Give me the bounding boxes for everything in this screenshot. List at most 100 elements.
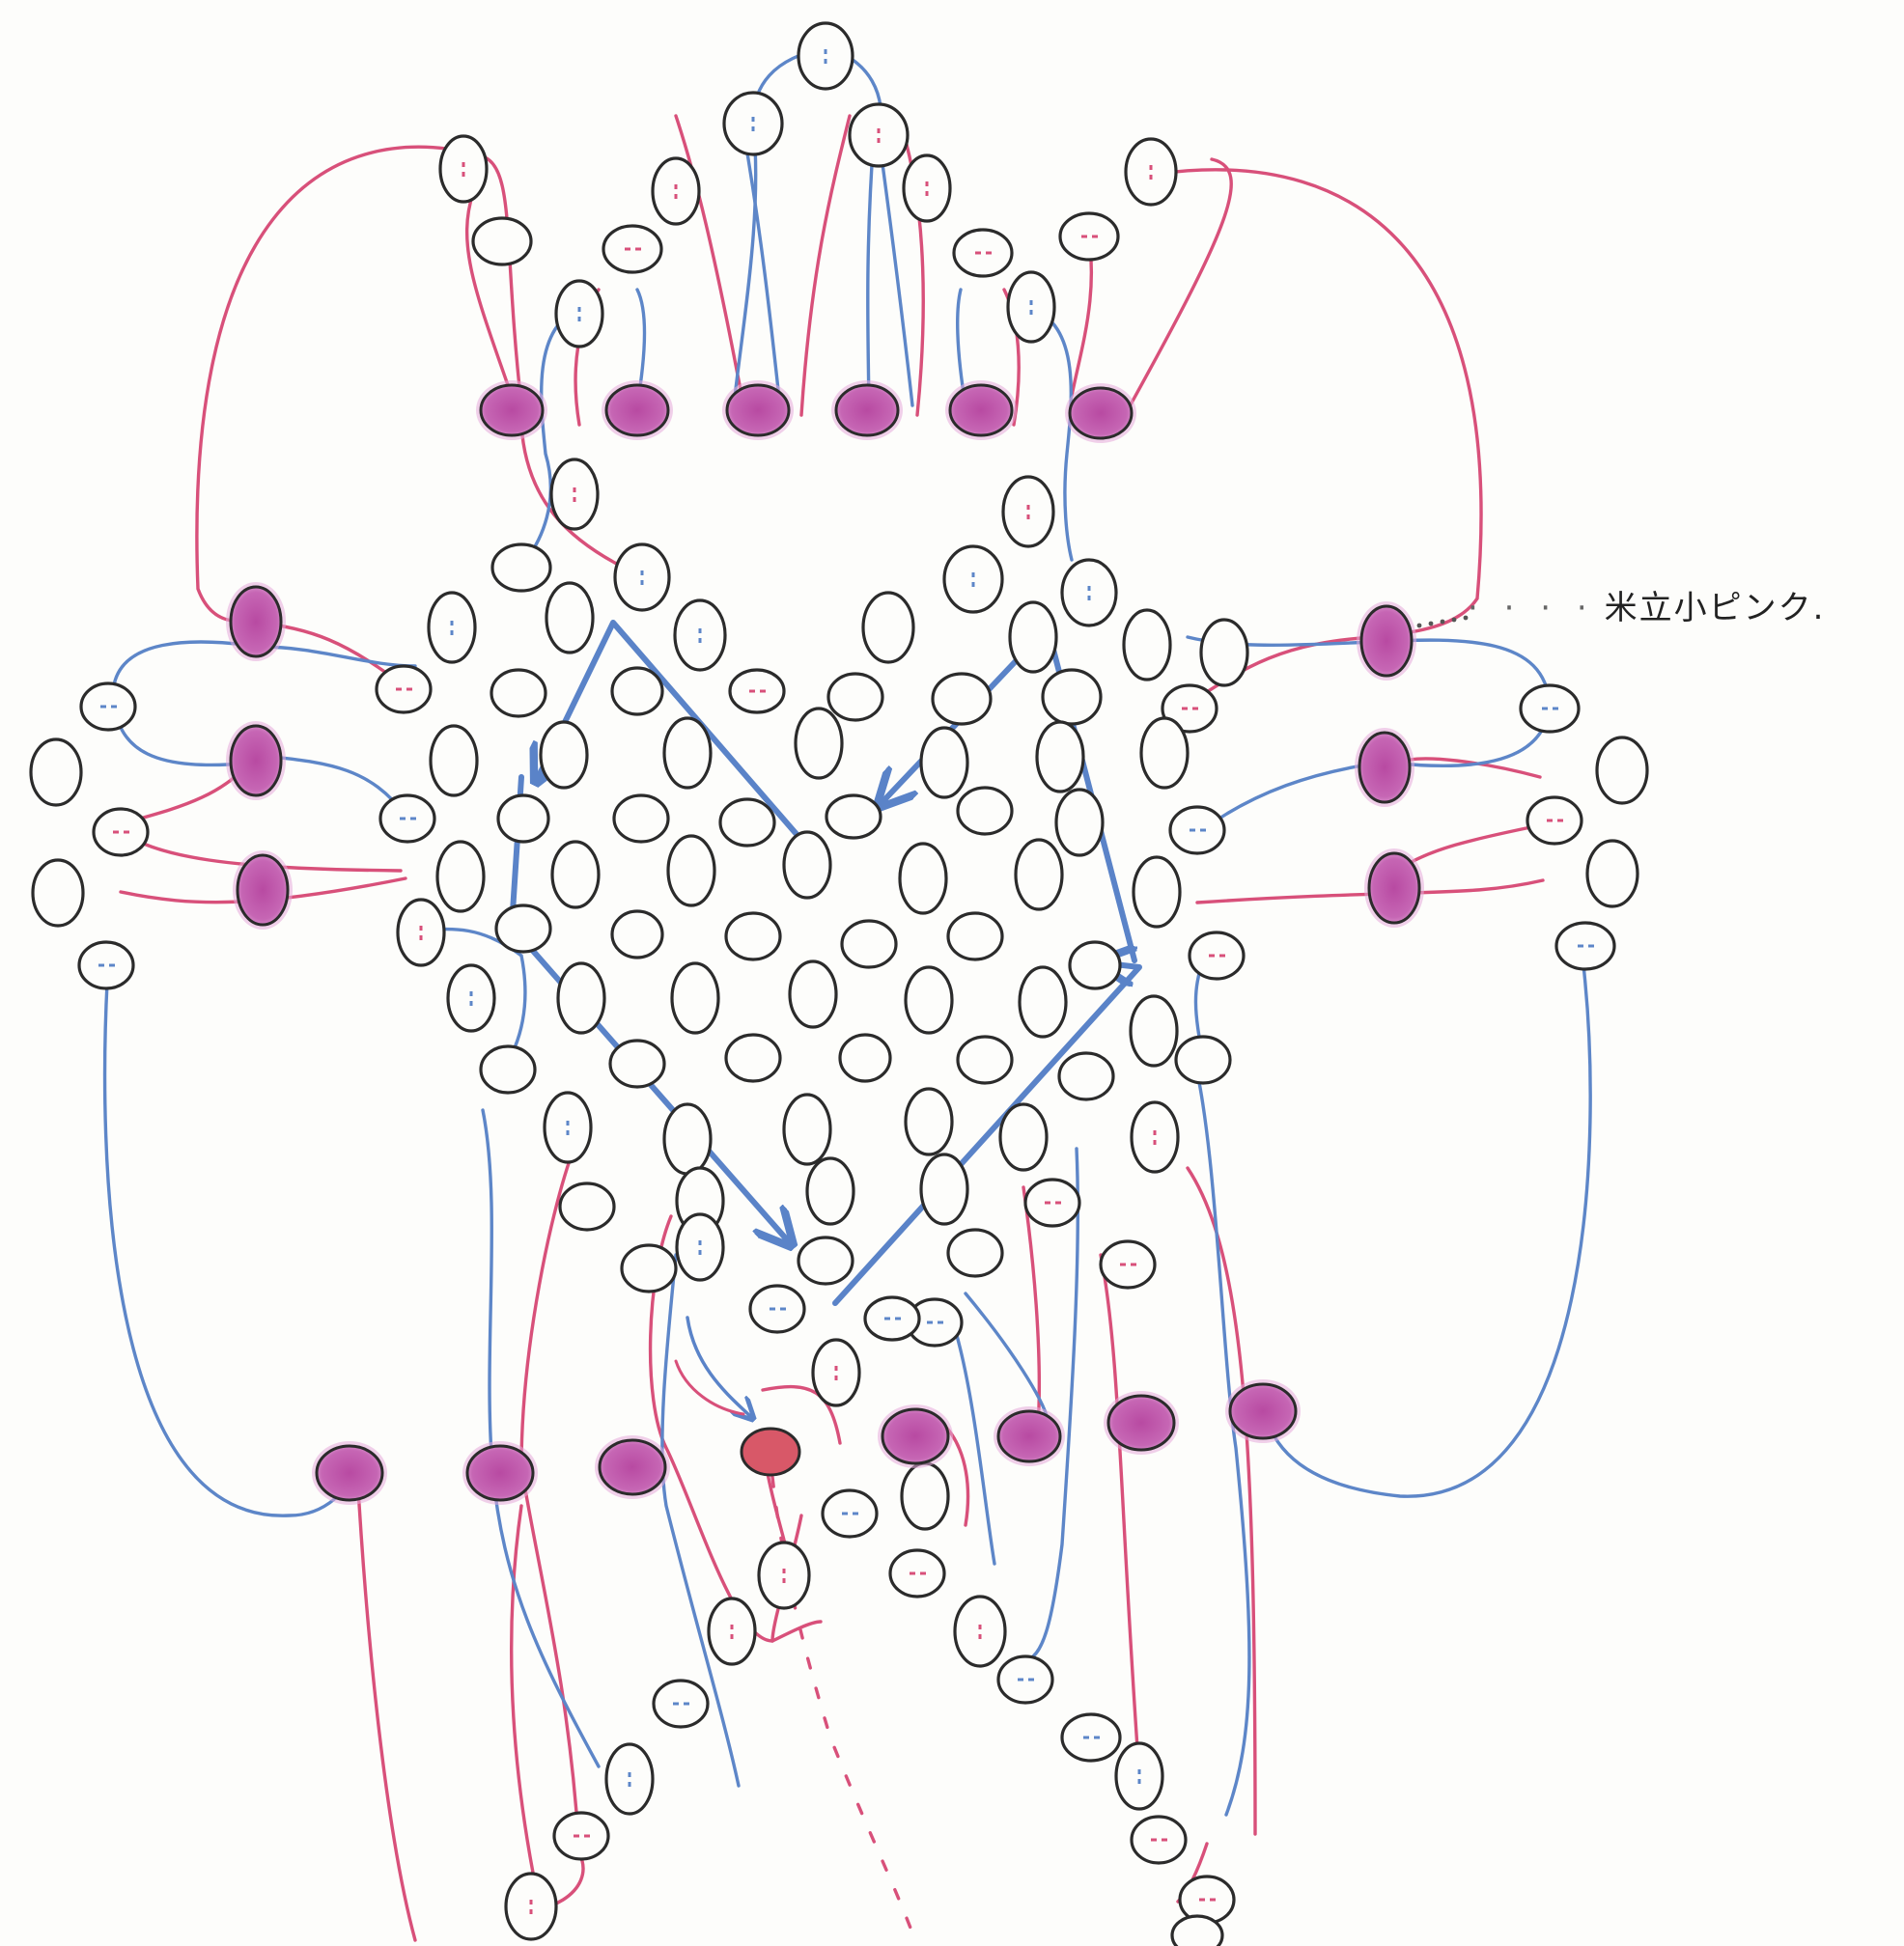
bead	[1526, 795, 1583, 846]
bead	[946, 911, 1004, 961]
bead	[1161, 683, 1218, 734]
bead-outline	[558, 1182, 616, 1232]
bead	[794, 707, 844, 780]
pink-bead-body	[465, 1444, 535, 1502]
bead	[435, 840, 486, 913]
pink-bead-body	[834, 383, 900, 437]
bead	[31, 858, 85, 928]
bead	[396, 898, 446, 967]
bead	[782, 1093, 832, 1166]
bead	[718, 797, 776, 848]
bead-outline	[1585, 839, 1639, 908]
bead	[1018, 965, 1068, 1039]
red-pointer-curve	[674, 1359, 745, 1416]
pink-bead-body	[479, 383, 545, 437]
pink-bead-body	[604, 383, 670, 437]
bead-outline	[946, 911, 1004, 961]
bead	[898, 842, 948, 915]
pink-bead-body	[996, 1409, 1062, 1463]
bead-outline	[539, 720, 589, 790]
bead-outline	[554, 279, 604, 348]
bead-outline	[545, 581, 595, 654]
pink-bead-body	[236, 853, 290, 927]
bead	[996, 1654, 1054, 1705]
bead	[1035, 720, 1085, 793]
bead-outline	[919, 726, 969, 799]
bead	[919, 1153, 969, 1226]
bead	[805, 1156, 855, 1226]
bead	[554, 279, 604, 348]
bead	[931, 672, 993, 726]
bead	[1168, 805, 1226, 855]
bead	[1554, 921, 1616, 971]
arrow-small-lower	[686, 1316, 753, 1419]
bead-outline	[821, 1488, 879, 1539]
bead-outline	[1554, 921, 1616, 971]
bead	[613, 542, 671, 612]
bead-outline	[396, 898, 446, 967]
bead-outline	[1130, 1815, 1188, 1865]
bead-outline	[604, 1742, 655, 1816]
bead-outline	[838, 1033, 892, 1083]
bead	[496, 793, 550, 844]
bead-outline	[31, 858, 85, 928]
bead	[602, 224, 663, 274]
bead	[1041, 668, 1103, 726]
bead-outline	[675, 1212, 725, 1282]
bead-outline	[602, 224, 663, 274]
bead-outline	[610, 666, 664, 716]
bead-outline	[848, 102, 910, 168]
pink-accent-beads	[226, 380, 1424, 1505]
bead-outline	[919, 1153, 969, 1226]
bead	[946, 1228, 1004, 1278]
bead	[821, 1488, 879, 1539]
bead	[378, 793, 436, 844]
bead	[1114, 1741, 1164, 1811]
bead-outline	[666, 834, 716, 907]
bead-outline	[1124, 137, 1178, 207]
bead	[919, 726, 969, 799]
pink-bead	[994, 1406, 1065, 1466]
bead	[904, 1087, 954, 1156]
bead-outline	[1526, 795, 1583, 846]
bead-outline	[77, 940, 135, 990]
bead-outline	[549, 458, 600, 531]
bead	[92, 807, 150, 857]
bead-outline	[1174, 1035, 1232, 1085]
bead-outline	[620, 1243, 678, 1293]
arrow-left-down	[509, 774, 792, 1245]
bead	[998, 1102, 1049, 1172]
bead	[861, 591, 915, 664]
bead	[757, 1541, 811, 1610]
bead-outline	[1035, 720, 1085, 793]
bead-outline	[552, 1811, 610, 1861]
bead	[722, 91, 784, 156]
bead	[1058, 211, 1120, 262]
pink-bead-body	[1106, 1394, 1176, 1452]
bead-outline	[898, 842, 948, 915]
bead-outline	[504, 1872, 558, 1941]
pink-bead	[1355, 728, 1414, 807]
bead	[504, 1872, 558, 1941]
bead-outline	[446, 963, 496, 1033]
bead-outline	[1006, 270, 1056, 344]
bead-outline	[496, 793, 550, 844]
bead	[620, 1243, 678, 1293]
bead-outline	[427, 591, 477, 664]
bead-outline	[1161, 683, 1218, 734]
bead	[952, 228, 1014, 278]
bead-outline	[1058, 211, 1120, 262]
bead-outline	[479, 1044, 537, 1095]
pink-bead-body	[1367, 851, 1421, 925]
bead	[1099, 1239, 1157, 1290]
bead	[608, 1039, 666, 1089]
bead	[446, 963, 496, 1033]
bead	[838, 1033, 892, 1083]
bead	[888, 1548, 946, 1598]
red-thread-paths	[111, 114, 1556, 1942]
pink-bead	[1104, 1391, 1179, 1455]
bead-outline	[805, 1156, 855, 1226]
bead-outline	[92, 807, 150, 857]
bead	[675, 1212, 725, 1282]
bead	[840, 919, 898, 969]
